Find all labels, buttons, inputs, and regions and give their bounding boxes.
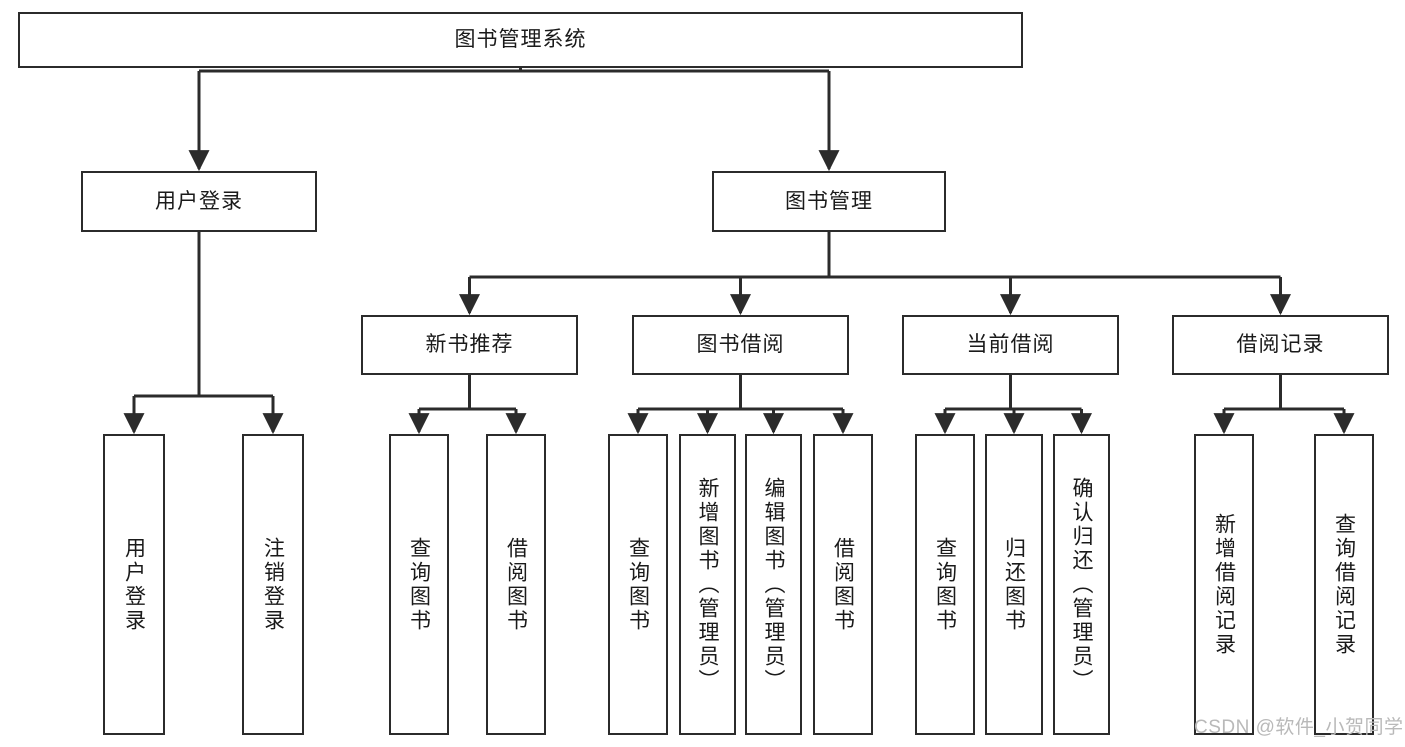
node-leaf-query-book-3[interactable]: 查询图书 [915, 434, 975, 735]
node-leaf-confirm-return[interactable]: 确认归还（管理员） [1053, 434, 1110, 735]
node-label: 新增图书（管理员） [696, 476, 720, 693]
node-label: 图书管理 [785, 189, 873, 213]
csdn-watermark: CSDN @软件_小贺同学 [1194, 717, 1404, 738]
node-new-book-rec[interactable]: 新书推荐 [361, 315, 578, 375]
node-label: 用户登录 [155, 189, 243, 213]
node-label: 用户登录 [122, 536, 146, 633]
node-leaf-logout[interactable]: 注销登录 [242, 434, 304, 735]
node-leaf-edit-book[interactable]: 编辑图书（管理员） [745, 434, 802, 735]
node-book-manage[interactable]: 图书管理 [712, 171, 946, 232]
node-label: 编辑图书（管理员） [762, 476, 786, 693]
node-label: 确认归还（管理员） [1070, 476, 1094, 693]
node-leaf-borrow-book-1[interactable]: 借阅图书 [486, 434, 546, 735]
node-borrow-record[interactable]: 借阅记录 [1172, 315, 1389, 375]
node-label: 借阅记录 [1236, 333, 1325, 357]
node-label: 图书借阅 [696, 333, 785, 357]
node-label: 查询借阅记录 [1332, 512, 1356, 657]
node-label: 查询图书 [626, 536, 650, 633]
node-label: 注销登录 [261, 536, 285, 633]
node-label: 图书管理系统 [454, 28, 587, 52]
node-leaf-user-login[interactable]: 用户登录 [103, 434, 165, 735]
node-leaf-query-book-2[interactable]: 查询图书 [608, 434, 668, 735]
node-root[interactable]: 图书管理系统 [18, 12, 1023, 68]
node-label: 查询图书 [407, 536, 431, 633]
node-label: 新增借阅记录 [1212, 512, 1236, 657]
node-label: 当前借阅 [966, 333, 1055, 357]
node-label: 查询图书 [933, 536, 957, 633]
node-book-borrow[interactable]: 图书借阅 [632, 315, 849, 375]
node-user-login[interactable]: 用户登录 [81, 171, 317, 232]
node-leaf-add-book[interactable]: 新增图书（管理员） [679, 434, 736, 735]
node-leaf-return-book[interactable]: 归还图书 [985, 434, 1043, 735]
node-current-borrow[interactable]: 当前借阅 [902, 315, 1119, 375]
node-label: 归还图书 [1002, 536, 1026, 633]
node-label: 借阅图书 [504, 536, 528, 633]
node-label: 借阅图书 [831, 536, 855, 633]
node-leaf-query-book-1[interactable]: 查询图书 [389, 434, 449, 735]
node-leaf-query-record[interactable]: 查询借阅记录 [1314, 434, 1374, 735]
node-leaf-add-record[interactable]: 新增借阅记录 [1194, 434, 1254, 735]
node-label: 新书推荐 [425, 333, 514, 357]
node-leaf-borrow-book-2[interactable]: 借阅图书 [813, 434, 873, 735]
